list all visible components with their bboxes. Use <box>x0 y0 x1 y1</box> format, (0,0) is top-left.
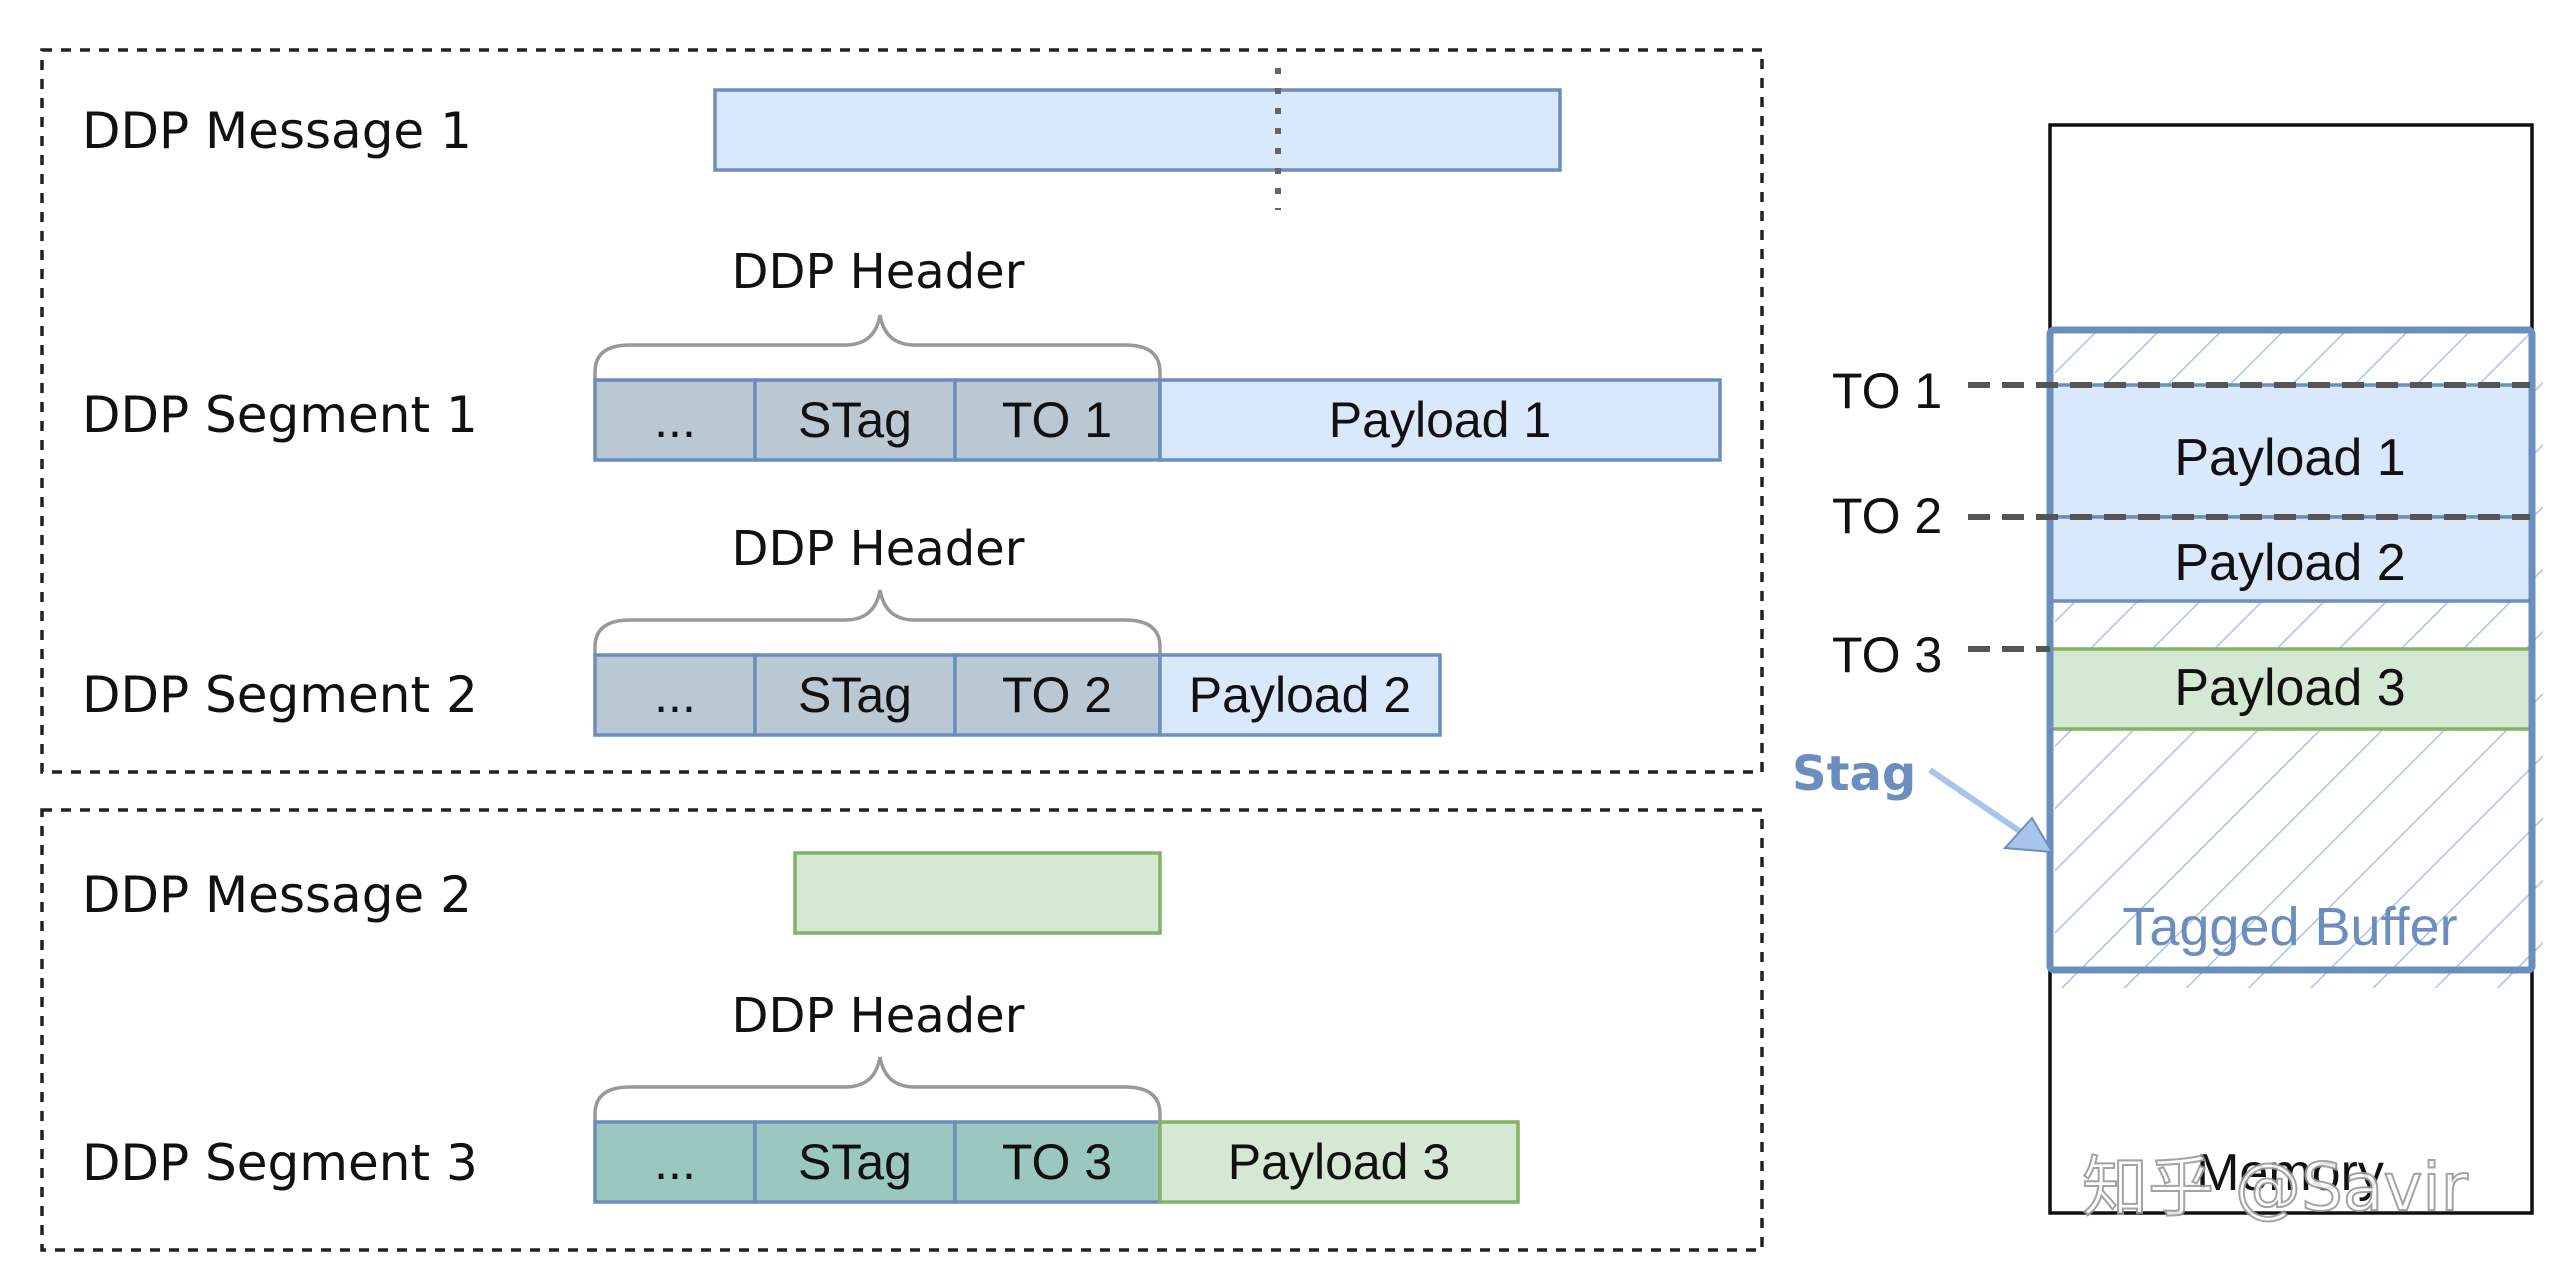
message2-label: DDP Message 2 <box>82 866 472 924</box>
segment2-payload-text: Payload 2 <box>1189 667 1411 723</box>
segment1-payload-text: Payload 1 <box>1329 392 1551 448</box>
memory-payload1-text: Payload 1 <box>2174 429 2405 487</box>
segment3-cell-to-text: TO 3 <box>1002 1134 1112 1190</box>
memory-payload3-text: Payload 3 <box>2174 659 2405 717</box>
segment1-cell-stag-text: STag <box>798 392 912 448</box>
segment2-cell-to <box>953 653 1162 737</box>
segment1-payload <box>1158 378 1722 462</box>
message2-bar <box>793 851 1162 935</box>
memory-payload2-text: Payload 2 <box>2174 534 2405 592</box>
segment2-header-brace <box>593 589 1162 655</box>
segment2-payload <box>1158 653 1442 737</box>
segment3-header-label: DDP Header <box>732 988 1025 1044</box>
message1-label: DDP Message 1 <box>82 102 472 160</box>
segment2-header-label: DDP Header <box>732 521 1025 577</box>
memory-label: Memory <box>2196 1144 2384 1202</box>
segment2-cell-stag-text: STag <box>798 667 912 723</box>
offset2-label: TO 2 <box>1832 488 1942 544</box>
segment2-cell-ellipsis <box>593 653 757 737</box>
stag-label: Stag <box>1792 746 1916 802</box>
segment1-header-brace <box>593 314 1162 380</box>
segment1-label: DDP Segment 1 <box>82 386 478 444</box>
segment2-cell-to-text: TO 2 <box>1002 667 1112 723</box>
segment1-header-label: DDP Header <box>732 244 1025 300</box>
segment3-cell-ellipsis-text: ... <box>654 1134 696 1190</box>
segment3-label: DDP Segment 3 <box>82 1134 478 1192</box>
segment2-label: DDP Segment 2 <box>82 666 478 724</box>
stag-arrow-head <box>2002 816 2054 854</box>
segment3-payload <box>1158 1120 1520 1204</box>
message2-group-frame <box>40 808 1764 1252</box>
segment3-cell-stag <box>753 1120 957 1204</box>
segment3-cell-to <box>953 1120 1162 1204</box>
offset3-label: TO 3 <box>1832 627 1942 683</box>
offset1-label: TO 1 <box>1832 363 1942 419</box>
segment2-cell-ellipsis-text: ... <box>654 667 696 723</box>
segment3-cell-ellipsis <box>593 1120 757 1204</box>
segment3-payload-text: Payload 3 <box>1228 1134 1450 1190</box>
memory-payload3-block <box>2048 647 2534 731</box>
segment1-cell-ellipsis-text: ... <box>654 392 696 448</box>
message1-group-frame <box>40 48 1764 774</box>
segment1-cell-stag <box>753 378 957 462</box>
watermark: 知乎 @Savir <box>2082 1149 2469 1226</box>
segment2-cell-stag <box>753 653 957 737</box>
segment1-cell-to-text: TO 1 <box>1002 392 1112 448</box>
segment1-cell-ellipsis <box>593 378 757 462</box>
segment3-cell-stag-text: STag <box>798 1134 912 1190</box>
message1-bar <box>713 88 1562 172</box>
tagged-buffer-label: Tagged Buffer <box>2122 897 2457 957</box>
segment3-header-brace <box>593 1056 1162 1122</box>
